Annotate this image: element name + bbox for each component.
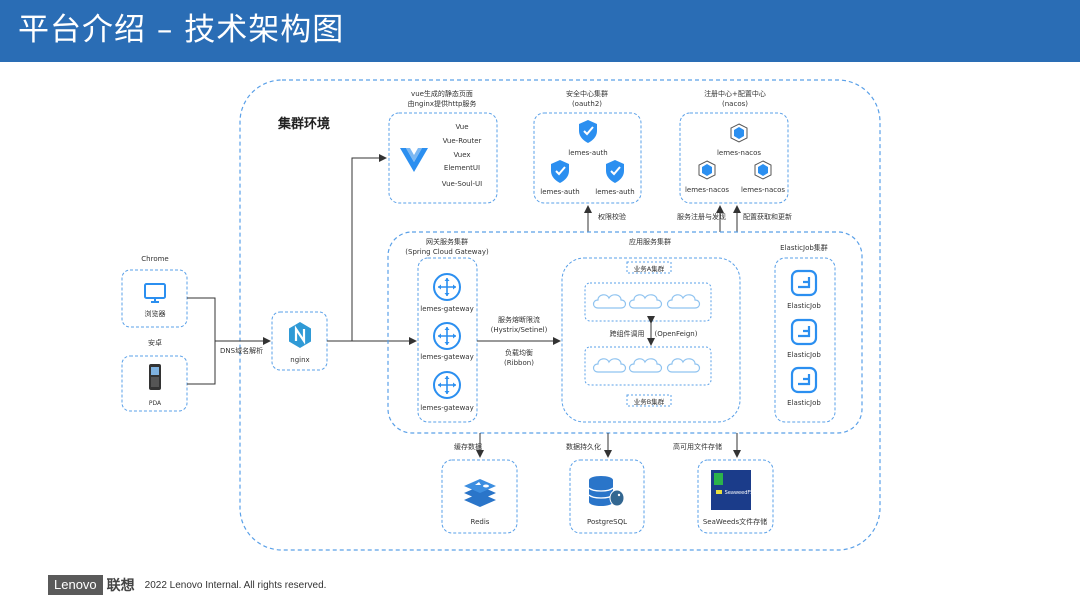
elasticjob-box (774, 257, 836, 423)
vue-item: Vue-Soul-UI (442, 180, 482, 188)
gateway-node-label: lemes-gateway (420, 353, 474, 361)
pda-device-icon (149, 364, 161, 390)
nginx-icon (289, 322, 311, 348)
redis-icon (464, 479, 496, 507)
cluster-b-box (584, 346, 712, 386)
vue-caption-1: vue生成的静态页面 (411, 89, 473, 98)
cloud-icon (666, 358, 701, 373)
cube-icon (698, 160, 716, 180)
slide-title: 平台介绍 – 技术架构图 (18, 12, 345, 48)
seaweed-box (697, 459, 774, 534)
cluster-label: 集群环境 (277, 116, 330, 132)
elasticjob-icon (790, 269, 818, 297)
gateway-node-label: lemes-gateway (420, 305, 474, 313)
vue-item: Vue-Router (443, 137, 482, 145)
nginx-label: nginx (290, 356, 309, 364)
cluster-environment-box (239, 79, 881, 551)
cube-icon (730, 123, 748, 143)
cross-call-tech-label: (OpenFeign) (655, 330, 698, 338)
title-bar: 平台介绍 – 技术架构图 (0, 0, 1080, 62)
cluster-b-label: 业务B集群 (634, 397, 665, 406)
redis-label: Redis (471, 518, 490, 526)
gateway-caption-1: 网关服务集群 (426, 237, 468, 246)
android-label: 安卓 (148, 338, 162, 347)
vue-caption-2: 由nginx提供http服务 (408, 99, 477, 108)
postgres-box (569, 459, 645, 534)
architecture-diagram: 集群环境 Chrome 浏览器 安卓 PDA DNS域名解析 nginx vue… (121, 79, 881, 551)
auth-check-label: 权限校验 (598, 212, 626, 221)
circuit-breaker-label: 服务熔断限流 (498, 315, 540, 324)
vue-item: ElementUI (444, 164, 480, 172)
seaweed-caption: 高可用文件存储 (673, 442, 722, 451)
cluster-a-label: 业务A集群 (634, 264, 665, 273)
gateway-icon (433, 322, 461, 350)
security-caption-1: 安全中心集群 (566, 89, 608, 98)
seaweedfs-logo-icon: SeaweedFS (711, 470, 753, 510)
cross-call-label: 跨组件调用 (610, 329, 645, 338)
gateway-caption-2: (Spring Cloud Gateway) (405, 248, 489, 256)
elasticjob-node-label: ElasticJob (787, 302, 821, 310)
vue-box (388, 112, 498, 204)
vue-logo-icon (400, 148, 428, 172)
elasticjob-icon (790, 366, 818, 394)
cube-icon (754, 160, 772, 180)
shield-icon (605, 159, 625, 184)
dns-label: DNS域名解析 (220, 346, 263, 355)
security-box (533, 112, 642, 204)
seaweed-logo-text: SeaweedFS (725, 490, 754, 496)
copyright-text: 2022 Lenovo Internal. All rights reserve… (144, 579, 327, 591)
lenovo-logo: Lenovo (48, 575, 103, 595)
service-discovery-label: 服务注册与发现 (677, 212, 726, 221)
elasticjob-node-label: ElasticJob (787, 399, 821, 407)
load-balance-label: 负载均衡 (505, 348, 533, 357)
shield-icon (550, 159, 570, 184)
app-cluster-box (561, 257, 741, 423)
pg-caption: 数据持久化 (566, 442, 601, 451)
redis-box (441, 459, 518, 534)
cloud-icon (592, 358, 627, 373)
postgres-icon (588, 476, 625, 507)
auth-node-label: lemes-auth (595, 188, 634, 196)
registry-caption-2: (nacos) (722, 100, 748, 108)
gateway-box (417, 257, 478, 423)
auth-node-label: lemes-auth (568, 149, 607, 157)
cloud-icon (628, 294, 663, 309)
app-cluster-caption: 应用服务集群 (629, 237, 671, 246)
seaweed-label: SeaWeeds文件存储 (703, 517, 767, 526)
shield-icon (578, 119, 598, 144)
gateway-icon (433, 273, 461, 301)
cloud-icon (666, 294, 701, 309)
postgres-label: PostgreSQL (587, 518, 627, 526)
config-update-label: 配置获取和更新 (743, 212, 792, 221)
cluster-a-box (584, 282, 712, 322)
load-balance-tech-label: (Ribbon) (504, 359, 534, 367)
security-caption-2: (oauth2) (572, 100, 602, 108)
gateway-icon (433, 371, 461, 399)
circuit-breaker-tech-label: (Hystrix/Setinel) (491, 326, 548, 334)
vue-item: Vue (455, 123, 468, 131)
elasticjob-icon (790, 318, 818, 346)
registry-caption-1: 注册中心+配置中心 (704, 89, 766, 98)
nacos-node-label: lemes-nacos (741, 186, 785, 194)
registry-box (679, 112, 789, 204)
chrome-label: Chrome (141, 255, 168, 263)
cloud-icon (592, 294, 627, 309)
monitor-icon (144, 283, 166, 303)
cloud-icon (628, 358, 663, 373)
redis-caption: 缓存数据 (454, 442, 482, 451)
footer: Lenovo 联想 2022 Lenovo Internal. All righ… (48, 574, 326, 596)
gateway-node-label: lemes-gateway (420, 404, 474, 412)
nacos-node-label: lemes-nacos (717, 149, 761, 157)
cluster-b-tag (626, 394, 672, 407)
services-container (387, 231, 863, 434)
vue-item: Vuex (453, 151, 470, 159)
cluster-a-tag (626, 261, 672, 274)
browser-label: 浏览器 (145, 309, 166, 318)
lenovo-logo-cn: 联想 (106, 578, 135, 594)
nacos-node-label: lemes-nacos (685, 186, 729, 194)
elasticjob-node-label: ElasticJob (787, 351, 821, 359)
auth-node-label: lemes-auth (540, 188, 579, 196)
elasticjob-caption: ElasticJob集群 (780, 243, 828, 252)
pda-label: PDA (149, 400, 162, 407)
